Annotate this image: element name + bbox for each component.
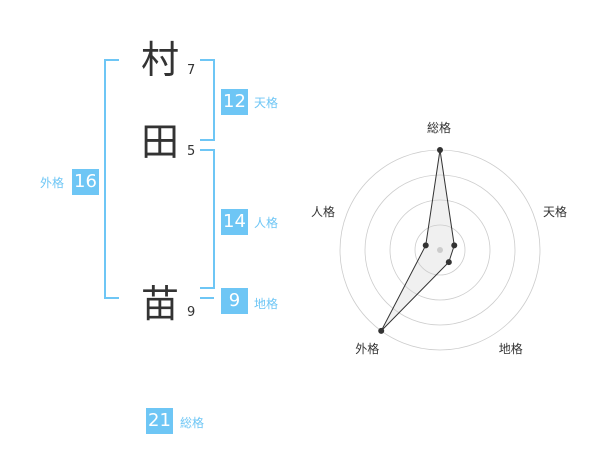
tenkaku-value: 12 [221, 89, 248, 115]
soukaku-label: 総格 [180, 416, 205, 430]
soukaku-value: 21 [146, 408, 173, 434]
radar-axis-label-2: 地格 [498, 341, 523, 356]
stroke-count-3: 9 [187, 305, 196, 320]
radar-grid-ring [414, 224, 466, 276]
radar-center-dot [437, 247, 443, 253]
gaikaku-label: 外格 [40, 176, 65, 190]
radar-series-polygon [380, 149, 455, 332]
gaikaku-value: 16 [72, 169, 99, 195]
stroke-count-1: 7 [187, 63, 196, 78]
name-char-2: 田 [140, 120, 179, 164]
name-char-1: 村 [140, 38, 179, 82]
stroke-count-2: 5 [187, 144, 196, 159]
chikaku-label: 地格 [254, 297, 279, 311]
radar-point-3 [378, 327, 385, 334]
jinkaku-label: 人格 [254, 216, 279, 230]
radar-axis-label-0: 総格 [427, 121, 452, 135]
tenkaku-bracket [200, 59, 215, 141]
radar-axis-label-1: 天格 [543, 205, 568, 220]
radar-axis-label-3: 外格 [355, 341, 380, 356]
radar-point-2 [445, 259, 452, 266]
name-char-3: 苗 [140, 282, 179, 326]
jinkaku-value: 14 [221, 209, 248, 235]
gaikaku-bracket [104, 59, 119, 299]
radar-point-1 [451, 242, 458, 249]
radar-grid-ring [389, 199, 491, 301]
jinkaku-bracket [200, 149, 215, 289]
radar-point-4 [422, 242, 429, 249]
chikaku-value: 9 [221, 288, 248, 314]
tenkaku-label: 天格 [254, 96, 279, 110]
radar-grid-ring [364, 174, 516, 326]
radar-point-0 [437, 147, 443, 153]
radar-axis-label-4: 人格 [310, 205, 335, 220]
